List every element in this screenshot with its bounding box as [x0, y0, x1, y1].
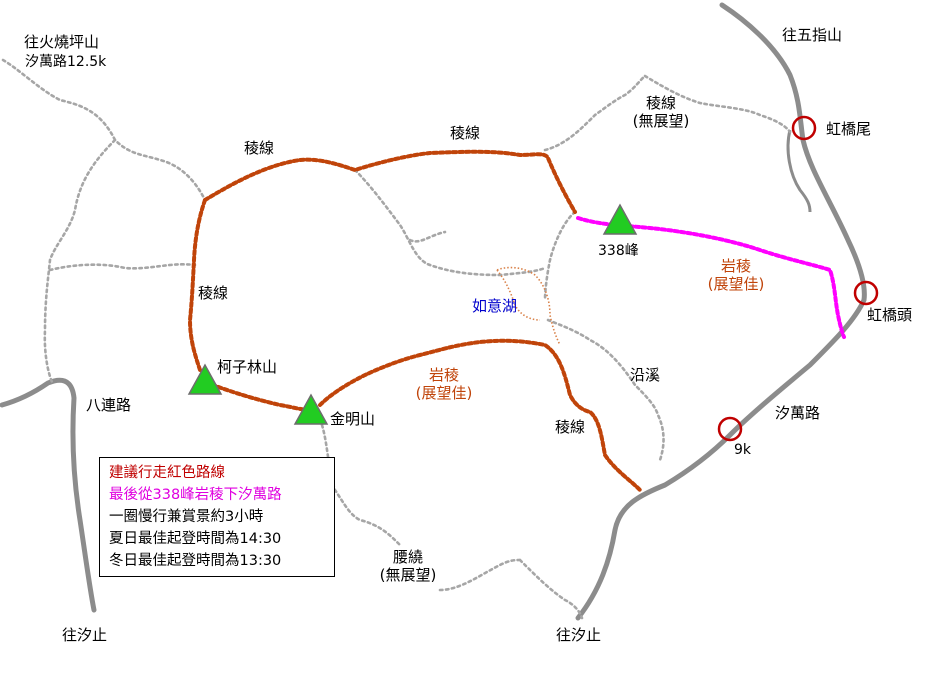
label-rock-ridge-center-line1: 岩稜	[428, 366, 459, 384]
label-kezilinshan: 柯子林山	[217, 358, 278, 376]
label-ruyi-lake: 如意湖	[472, 297, 518, 315]
recommended-route	[187, 149, 642, 492]
label-to-wuzhishan: 往五指山	[782, 26, 843, 44]
road-baliam	[0, 377, 97, 613]
legend-line-5: 冬日最佳起登時間為13:30	[109, 553, 282, 569]
grey-trails	[1, 58, 792, 620]
legend-line-1: 建議行走紅色路線	[109, 465, 225, 481]
label-ridge-top-mid: 稜線	[450, 124, 481, 142]
legend-line-4: 夏日最佳起登時間為14:30	[109, 531, 282, 547]
road-spur-hongqiaowei	[786, 129, 812, 213]
label-rock-ridge-center-line2: (展望佳)	[415, 384, 473, 402]
label-along-stream: 沿溪	[630, 366, 661, 384]
label-to-huoshaopingshan: 往火燒坪山	[24, 33, 100, 51]
descent-route	[576, 216, 846, 339]
label-to-xizhi-right: 往汐止	[556, 626, 602, 644]
label-ridge-top-left: 稜線	[244, 139, 275, 157]
peak-338-icon	[602, 203, 638, 235]
label-baliam-road: 八連路	[86, 396, 132, 414]
legend-line-2: 最後從338峰岩稜下汐萬路	[109, 487, 282, 503]
label-ridge-lower: 稜線	[555, 418, 586, 436]
label-9k: 9k	[734, 442, 752, 458]
label-rock-ridge-center: 岩稜 (展望佳)	[404, 366, 484, 402]
legend-box: 建議行走紅色路線 最後從338峰岩稜下汐萬路 一圈慢行兼賞景約3小時 夏日最佳起…	[99, 457, 335, 577]
label-rock-ridge-right-line1: 岩稜	[720, 257, 751, 275]
waypoint-hongqiaowei-icon	[791, 115, 817, 141]
label-ridge-no-view-line2: (無展望)	[632, 112, 690, 130]
label-peak-338: 338峰	[598, 243, 639, 259]
label-ridge-no-view-top: 稜線 (無展望)	[626, 94, 696, 130]
waypoint-9k-icon	[717, 416, 743, 442]
peak-kezilinshan-icon	[187, 363, 223, 395]
road-xiwan-main	[575, 2, 867, 621]
legend-line-3: 一圈慢行兼賞景約3小時	[109, 509, 264, 525]
label-ridge-no-view-line1: 稜線	[645, 94, 676, 112]
label-hongqiaowei: 虹橋尾	[826, 120, 872, 138]
lake-trail	[496, 266, 561, 346]
label-rock-ridge-right: 岩稜 (展望佳)	[698, 257, 774, 293]
label-waist-line1: 腰繞	[392, 548, 423, 566]
peak-jinmingshan-icon	[293, 393, 329, 425]
label-xiwan-road: 汐萬路	[775, 404, 821, 422]
label-waist-trail: 腰繞 (無展望)	[358, 548, 458, 584]
label-to-xizhi-left: 往汐止	[62, 626, 108, 644]
label-ridge-left: 稜線	[198, 284, 229, 302]
label-xiwan-road-12-5k: 汐萬路12.5k	[25, 54, 107, 70]
label-jinmingshan: 金明山	[330, 410, 376, 428]
label-rock-ridge-right-line2: (展望佳)	[707, 275, 765, 293]
waypoint-hongqiaotou-icon	[853, 280, 879, 306]
label-hongqiaotou: 虹橋頭	[867, 306, 913, 324]
label-waist-line2: (無展望)	[379, 566, 437, 584]
